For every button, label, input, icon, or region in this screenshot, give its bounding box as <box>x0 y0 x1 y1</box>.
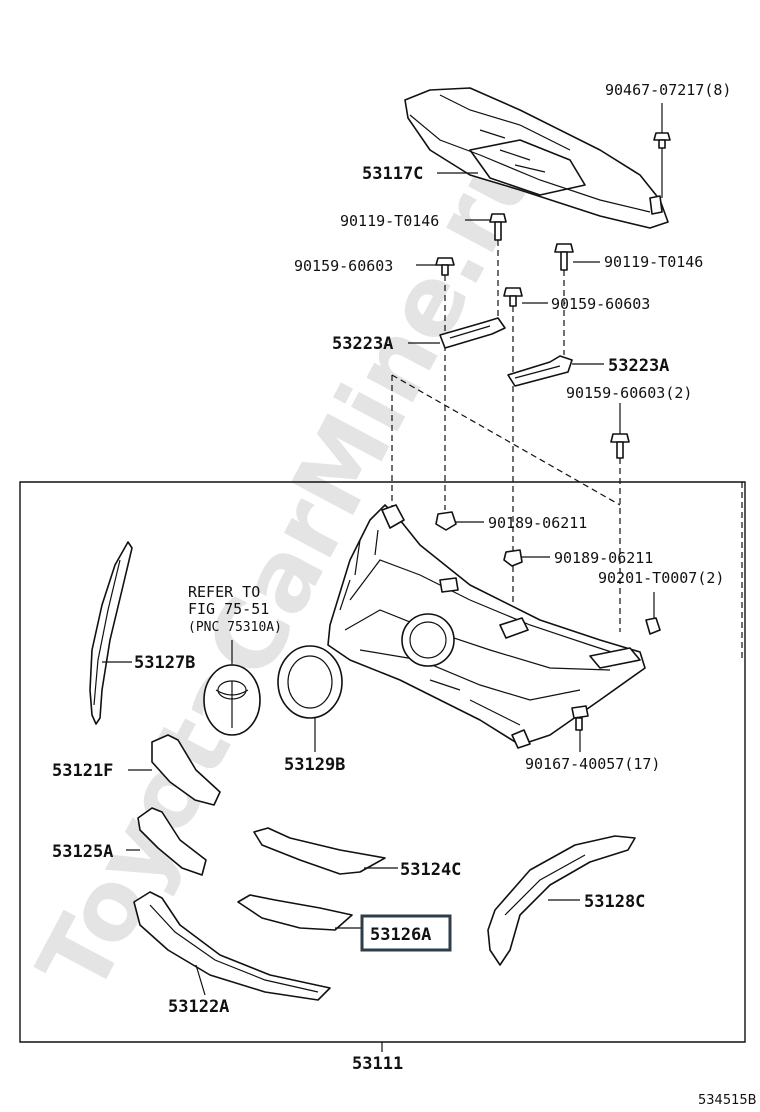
label-53129b: 53129B <box>284 755 345 775</box>
emblem <box>203 664 261 736</box>
label-90189-a: 90189-06211 <box>488 514 587 532</box>
label-90201: 90201-T0007(2) <box>598 569 724 587</box>
label-90467: 90467-07217(8) <box>605 81 731 99</box>
refer-note-line3: (PNC 75310A) <box>188 620 282 635</box>
clip-90189-a <box>435 511 457 531</box>
radiator-grille-assembly <box>327 504 646 749</box>
label-53122a: 53122A <box>168 997 229 1017</box>
label-53111: 53111 <box>352 1054 403 1074</box>
bolt-90159-a <box>435 257 455 276</box>
watermark-text: ToyotaCarMine.ru <box>16 115 563 1010</box>
molding-53124c <box>253 827 386 875</box>
molding-53128c <box>487 835 636 966</box>
clip-90189-b <box>503 549 523 567</box>
bracket-53223a-right <box>507 355 573 387</box>
label-53121f: 53121F <box>52 761 113 781</box>
assembly-frame <box>19 481 746 1043</box>
label-53128c: 53128C <box>584 892 645 912</box>
screw-90167 <box>571 705 589 731</box>
molding-53127b <box>89 541 133 725</box>
bolt-90467 <box>653 132 671 149</box>
label-90159-c: 90159-60603(2) <box>566 384 692 402</box>
label-90189-b: 90189-06211 <box>554 549 653 567</box>
molding-53122a <box>133 891 331 1001</box>
upper-cover-53117c <box>404 87 669 229</box>
molding-53126a <box>237 894 353 931</box>
bolt-90119-a <box>489 213 507 241</box>
label-90167: 90167-40057(17) <box>525 755 660 773</box>
bolt-90159-c <box>610 433 630 459</box>
refer-note-line1: REFER TO <box>188 583 260 601</box>
molding-53121f <box>151 734 221 806</box>
label-90159-a: 90159-60603 <box>294 257 393 275</box>
refer-note-line2: FIG 75-51 <box>188 600 269 618</box>
label-53125a: 53125A <box>52 842 113 862</box>
molding-53125a <box>137 807 207 876</box>
ring-53129b <box>277 645 343 719</box>
drawing-code: 534515B <box>698 1093 757 1108</box>
label-90159-b: 90159-60603 <box>551 295 650 313</box>
label-90119-b: 90119-T0146 <box>604 253 703 271</box>
label-90119-a: 90119-T0146 <box>340 212 439 230</box>
label-53223a-left: 53223A <box>332 334 393 354</box>
bracket-53223a-left <box>439 317 506 349</box>
label-53124c: 53124C <box>400 860 461 880</box>
nut-90201 <box>645 617 661 635</box>
label-53223a-right: 53223A <box>608 356 669 376</box>
label-53117c: 53117C <box>362 164 423 184</box>
label-53127b: 53127B <box>134 653 195 673</box>
highlight-53126a <box>360 914 452 952</box>
bolt-90119-b <box>554 243 574 271</box>
bolt-90159-b <box>503 287 523 307</box>
label-53126a: 53126A <box>370 925 431 945</box>
